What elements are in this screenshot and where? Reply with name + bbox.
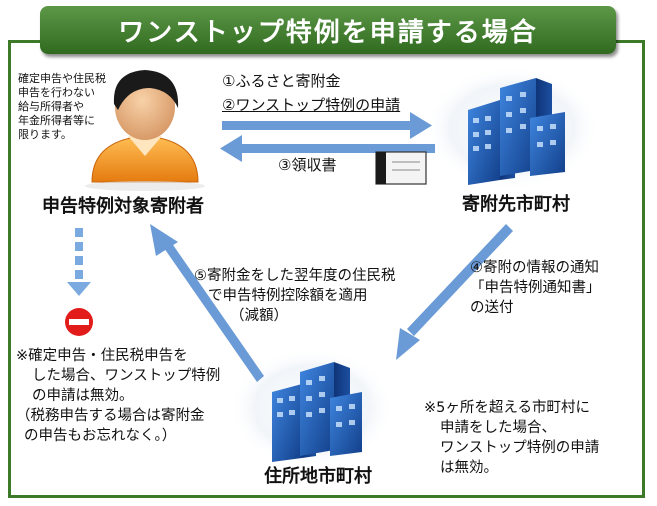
- arrow-residence-to-donor: [150, 224, 264, 382]
- donor-note-line: 限ります。: [18, 128, 72, 141]
- warning-left-paren-line: （税務申告する場合は寄附金: [16, 408, 205, 424]
- title-banner: ワンストップ特例を申請する場合: [40, 6, 616, 54]
- warning-right-line: ※5ヶ所を超える市町村に: [424, 400, 590, 416]
- donor-note-line: 申告を行わない: [18, 86, 95, 99]
- donor-eligibility-note: 確定申告や住民税 申告を行わない 給与所得者や 年金所得者等に 限ります。: [18, 72, 106, 142]
- donor-note-line: 確定申告や住民税: [18, 72, 106, 85]
- warning-left: ※確定申告・住民税申告を した場合、ワンストップ特例 の申請は無効。 （税務申告…: [16, 346, 220, 446]
- warning-right-line: は無効。: [440, 460, 498, 476]
- warning-right-line: 申請をした場合、: [440, 420, 556, 436]
- warning-left-line: ※確定申告・住民税申告を: [16, 348, 188, 364]
- prohibited-icon: [65, 308, 93, 336]
- step-3-label: ③領収書: [278, 156, 337, 174]
- residence-building-icon: [230, 348, 394, 468]
- step-5-line: で申告特例控除額を適用: [208, 288, 368, 304]
- step-4-label: ④寄附の情報の通知 「申告特例通知書」 の送付: [470, 258, 601, 318]
- dashed-arrow-down: [67, 228, 91, 296]
- donor-note-line: 給与所得者や: [18, 100, 84, 113]
- step-4-line: 「申告特例通知書」: [470, 280, 601, 296]
- step-2-label: ②ワンストップ特例の申請: [222, 96, 401, 114]
- residence-label: 住所地市町村: [264, 466, 372, 487]
- step-5-line: （減額）: [230, 308, 288, 324]
- arrow-to-donor: [220, 135, 435, 162]
- donor-person-icon: [85, 70, 205, 191]
- warning-left-paren-line: の申告もお忘れなく。）: [24, 428, 177, 444]
- step-5-label: ⑤寄附金をした翌年度の住民税 で申告特例控除額を適用 （減額）: [194, 266, 396, 326]
- warning-right-line: ワンストップ特例の申請: [440, 440, 600, 456]
- warning-left-line: の申請は無効。: [32, 388, 134, 404]
- step-1-label: ①ふるさと寄附金: [222, 72, 341, 90]
- warning-right: ※5ヶ所を超える市町村に 申請をした場合、 ワンストップ特例の申請 は無効。: [424, 398, 599, 478]
- page-title: ワンストップ特例を申請する場合: [118, 17, 538, 48]
- step-4-line: ④寄附の情報の通知: [470, 260, 599, 276]
- destination-building-icon: [424, 66, 600, 190]
- step-5-line: ⑤寄附金をした翌年度の住民税: [194, 268, 396, 284]
- step-4-line: の送付: [470, 300, 514, 316]
- warning-left-line: した場合、ワンストップ特例: [32, 368, 221, 384]
- receipt-icon: [375, 151, 427, 185]
- arrow-to-residence: [396, 224, 513, 360]
- donor-note-line: 年金所得者等に: [18, 114, 95, 127]
- destination-label: 寄附先市町村: [462, 194, 570, 215]
- arrow-to-destination: [222, 112, 432, 139]
- donor-label: 申告特例対象寄附者: [42, 196, 204, 217]
